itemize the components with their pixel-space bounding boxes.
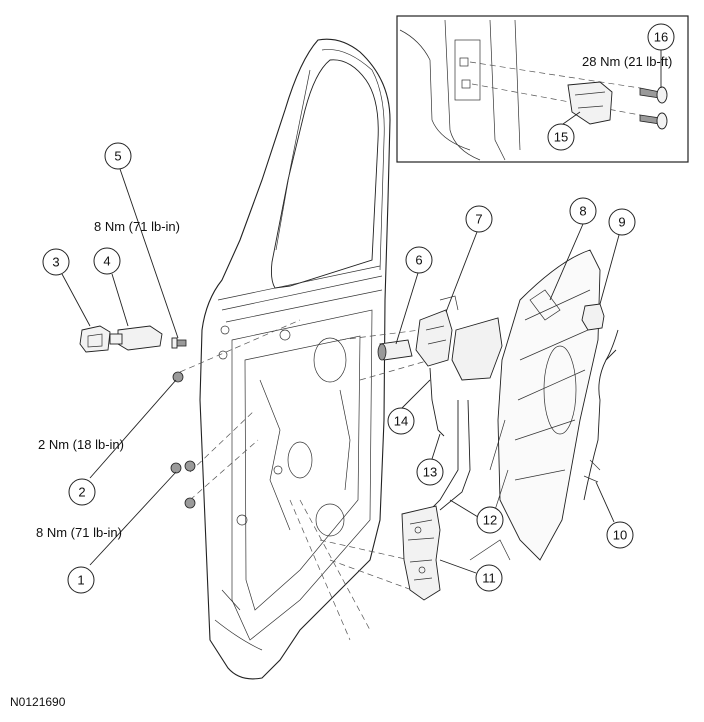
callout-14: 14: [387, 407, 415, 435]
torque-label-item-1: 8 Nm (71 lb-in): [36, 525, 122, 540]
part-4-handle-reinforcement: [109, 325, 163, 351]
callout-5: 5: [104, 142, 132, 170]
callout-12-number: 12: [483, 513, 497, 528]
torque-label-item-2: 2 Nm (18 lb-in): [38, 437, 124, 452]
callout-15: 15: [547, 123, 575, 151]
part-8-regulator-panel: [451, 249, 601, 561]
callout-11-number: 11: [482, 571, 496, 586]
part-13-rod: [427, 400, 459, 513]
inset-detail: [396, 15, 689, 163]
callout-10-number: 10: [613, 528, 627, 543]
callout-8-number: 8: [579, 204, 586, 219]
part-5-screw: [171, 337, 187, 349]
part-10-cable: [583, 329, 619, 501]
callout-9: 9: [608, 208, 636, 236]
callout-4-number: 4: [103, 254, 110, 269]
callout-5-number: 5: [114, 149, 121, 164]
torque-label-item-5: 8 Nm (71 lb-in): [94, 219, 180, 234]
figure-id: N0121690: [10, 695, 66, 709]
callout-14-number: 14: [394, 414, 408, 429]
callout-9-number: 9: [618, 215, 625, 230]
callout-13: 13: [416, 458, 444, 486]
callout-16-number: 16: [654, 30, 668, 45]
torque-label-item-16: 28 Nm (21 lb-ft): [582, 54, 672, 69]
part-7-handle-mechanism: [415, 295, 459, 367]
callout-1-number: 1: [77, 573, 84, 588]
part-2-nut: [172, 371, 184, 383]
callout-13-number: 13: [423, 465, 437, 480]
part-12-rod: [439, 399, 471, 511]
callout-8: 8: [569, 197, 597, 225]
part-1-nuts: [170, 460, 196, 509]
callout-7: 7: [465, 205, 493, 233]
part-11-latch: [401, 505, 441, 601]
part-14-rod: [429, 367, 445, 437]
callout-12: 12: [476, 506, 504, 534]
callout-3-number: 3: [52, 255, 59, 270]
part-6-lock-cylinder: [377, 339, 413, 361]
callout-10: 10: [606, 521, 634, 549]
leader-lines: [61, 168, 620, 574]
callout-2: 2: [68, 478, 96, 506]
part-3-handle-bezel: [79, 325, 111, 353]
callout-3: 3: [42, 248, 70, 276]
callout-2-number: 2: [78, 485, 85, 500]
callout-15-number: 15: [554, 130, 568, 145]
callout-16: 16: [647, 23, 675, 51]
callout-1: 1: [67, 566, 95, 594]
callout-4: 4: [93, 247, 121, 275]
callout-11: 11: [475, 564, 503, 592]
callout-7-number: 7: [475, 212, 482, 227]
part-9-clip: [581, 303, 605, 331]
callout-6: 6: [405, 246, 433, 274]
door-frame: [179, 38, 431, 680]
callout-6-number: 6: [415, 253, 422, 268]
